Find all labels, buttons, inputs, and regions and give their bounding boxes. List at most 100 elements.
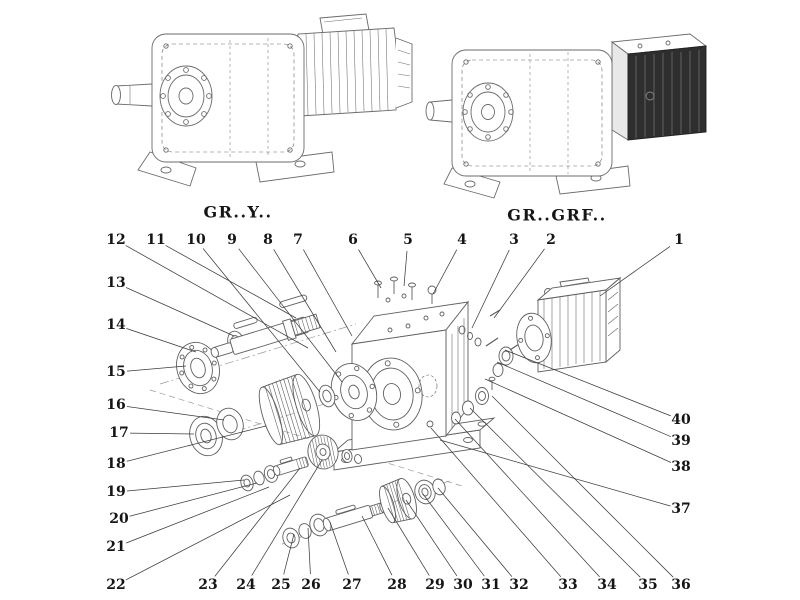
leader-line-9 [238, 248, 343, 383]
callout-14: 14 [106, 317, 126, 333]
feet-sketch-2 [443, 165, 631, 199]
callout-26: 26 [301, 577, 321, 593]
callout-39: 39 [671, 433, 691, 449]
assembled-view-gr-y [111, 13, 413, 187]
leader-line-36 [491, 395, 674, 578]
callout-34: 34 [597, 577, 617, 593]
flange-studs [458, 309, 501, 347]
leader-line-33 [430, 427, 562, 577]
leader-line-20 [129, 482, 258, 517]
intermediate-cluster [240, 434, 362, 492]
callout-9: 9 [227, 232, 237, 248]
leader-line-26 [307, 527, 311, 575]
input-bearings [189, 407, 244, 457]
callout-13: 13 [106, 275, 126, 291]
electric-motor [516, 277, 622, 373]
callout-16: 16 [106, 397, 126, 413]
callout-30: 30 [453, 577, 473, 593]
callout-33: 33 [558, 577, 578, 593]
callout-40: 40 [671, 412, 691, 428]
callout-15: 15 [106, 364, 126, 380]
callout-5: 5 [403, 232, 413, 248]
leader-line-25 [283, 533, 295, 575]
leader-line-12 [125, 245, 309, 349]
callout-36: 36 [671, 577, 691, 593]
leader-line-1 [599, 246, 671, 297]
leader-line-21 [126, 486, 270, 544]
callout-23: 23 [198, 577, 218, 593]
leader-line-31 [422, 493, 485, 577]
leader-line-6 [358, 249, 382, 289]
callout-3: 3 [509, 232, 519, 248]
callout-35: 35 [638, 577, 658, 593]
variant-label-left: GR..Y.. [203, 202, 273, 222]
callout-27: 27 [342, 577, 362, 593]
gearbox-sketch [111, 33, 305, 163]
variant-label-right: GR..GRF.. [507, 205, 607, 225]
callout-32: 32 [509, 577, 529, 593]
callout-28: 28 [387, 577, 407, 593]
leader-line-8 [273, 249, 337, 353]
leader-line-19 [126, 479, 245, 492]
callout-25: 25 [271, 577, 291, 593]
leader-line-22 [125, 494, 291, 581]
motor-sketch [296, 13, 413, 117]
leader-line-29 [387, 507, 430, 576]
leader-line-30 [405, 499, 458, 577]
callout-37: 37 [671, 501, 691, 517]
leader-line-15 [126, 365, 187, 372]
leader-line-5 [403, 250, 408, 287]
leader-line-10 [202, 248, 321, 393]
assembled-view-gr-grf [425, 33, 708, 199]
callout-17: 17 [109, 425, 129, 441]
leader-line-27 [329, 521, 349, 575]
leader-line-2 [493, 248, 545, 319]
bearing-cover [318, 363, 378, 421]
callout-8: 8 [263, 232, 273, 248]
leader-line-38 [484, 378, 672, 463]
callout-38: 38 [671, 459, 691, 475]
callout-4: 4 [457, 232, 467, 248]
helical-gear-large [258, 373, 321, 446]
top-bolts [374, 276, 437, 304]
leader-line-35 [469, 407, 641, 578]
leader-line-28 [361, 515, 393, 576]
callout-12: 12 [106, 232, 126, 248]
callout-29: 29 [425, 577, 445, 593]
exploded-view [149, 276, 622, 549]
callout-20: 20 [109, 511, 129, 527]
callout-31: 31 [481, 577, 501, 593]
gear-housing [332, 300, 496, 471]
leader-line-39 [496, 361, 672, 438]
input-shaft [210, 294, 321, 358]
gearbox-sketch-2 [425, 49, 613, 177]
leader-line-4 [432, 249, 458, 295]
brake-box-sketch [610, 33, 708, 141]
callout-7: 7 [293, 232, 303, 248]
callout-11: 11 [146, 232, 166, 248]
leader-line-17 [129, 432, 195, 435]
leader-line-14 [126, 328, 197, 353]
leader-line-23 [214, 467, 301, 577]
callout-19: 19 [106, 484, 126, 500]
leader-line-37 [439, 439, 671, 507]
leader-line-24 [251, 459, 323, 576]
callout-22: 22 [106, 577, 126, 593]
leader-line-18 [126, 425, 267, 462]
callout-1: 1 [674, 232, 684, 248]
callout-10: 10 [186, 232, 206, 248]
leader-line-3 [471, 249, 510, 329]
leader-line-40 [504, 349, 671, 417]
flange-ring [176, 341, 220, 395]
leader-line-16 [126, 406, 225, 421]
callout-2: 2 [546, 232, 556, 248]
callout-24: 24 [236, 577, 256, 593]
leader-line-11 [165, 245, 297, 319]
callout-21: 21 [106, 539, 126, 555]
callout-6: 6 [348, 232, 358, 248]
leader-line-34 [454, 418, 600, 578]
leader-line-7 [303, 249, 353, 337]
